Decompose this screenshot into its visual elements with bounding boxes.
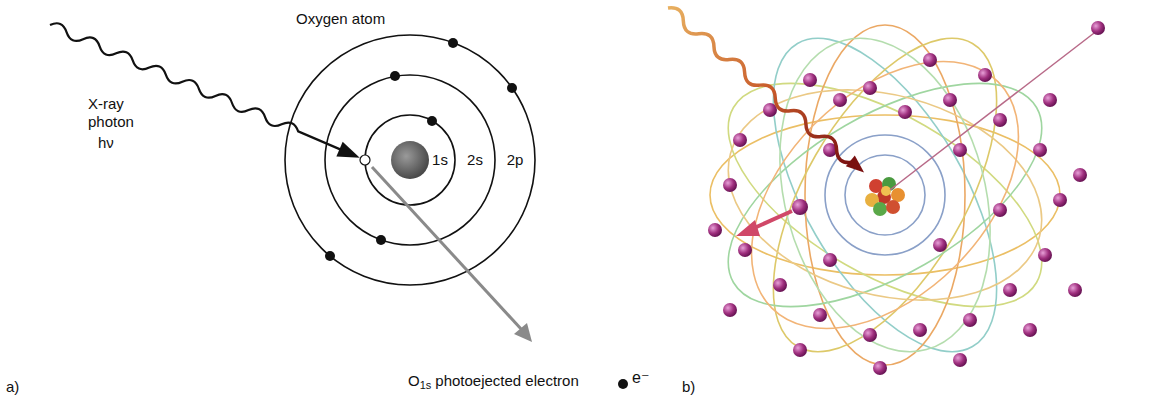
- ray-line: [890, 30, 1098, 190]
- electron-balls-part: [738, 243, 752, 257]
- orbit-ellipses-part: [728, 3, 1042, 386]
- electron-symbol: e⁻: [632, 368, 649, 387]
- electron-balls-part: [943, 93, 957, 107]
- orbit-ellipses-part: [701, 11, 1069, 379]
- oxygen-atom-part: [325, 75, 495, 245]
- electron-dots-part: [390, 71, 400, 81]
- ejected-electron-b-part: [752, 211, 792, 229]
- electron-balls-part: [1068, 283, 1082, 297]
- electron-balls-part: [803, 73, 817, 87]
- orbit-ellipses-part: [805, 25, 965, 365]
- electron-balls-part: [993, 203, 1007, 217]
- photon-wave-part: [846, 156, 869, 178]
- electron-balls-part: [1033, 143, 1047, 157]
- electron-hole: [360, 155, 370, 165]
- electron-dots-part: [427, 116, 437, 126]
- electron-balls-part: [773, 278, 787, 292]
- shell-label: 2s: [467, 151, 483, 169]
- inner-orbits: [825, 135, 945, 255]
- orbit-ellipses-part: [728, 3, 1042, 386]
- oxygen-atom-part: [365, 115, 455, 205]
- ejected-electron-b-part: [792, 199, 808, 215]
- electron-balls-part: [978, 68, 992, 82]
- orbit-ellipses-part: [710, 115, 1060, 275]
- electron-balls-part: [953, 143, 967, 157]
- orbit-ellipses: [693, 3, 1076, 386]
- electron-dots: [325, 38, 517, 261]
- electron-balls-part: [863, 328, 877, 342]
- shell-label: 2p: [507, 151, 524, 169]
- electron-balls-part: [1053, 193, 1067, 207]
- electron-balls-part: [873, 361, 887, 375]
- photon-label: X-ray photon: [88, 95, 158, 131]
- electron-balls-part: [1091, 21, 1105, 35]
- electron-balls-part: [923, 53, 937, 67]
- xray-photon-part: [336, 142, 363, 165]
- electron-label: O: [408, 372, 420, 390]
- ejected-electron-b: [736, 199, 808, 236]
- ejected-electron-arrow-part: [372, 167, 522, 330]
- electron-balls-part: [793, 343, 807, 357]
- panel-label: a): [6, 378, 19, 396]
- electron-balls-part: [833, 93, 847, 107]
- electron-balls-part: [708, 223, 722, 237]
- panel-label: b): [682, 378, 695, 396]
- nucleus-cluster-part: [886, 200, 900, 214]
- ejected-electron-b-part: [736, 220, 760, 236]
- xray-photon-part: [48, 20, 343, 154]
- electron-balls-part: [1073, 168, 1087, 182]
- electron-label: photoejected electron: [435, 372, 578, 390]
- nucleus: [391, 141, 429, 179]
- oxygen-atom: [285, 35, 535, 285]
- orbit-ellipses-part: [747, 15, 1023, 376]
- electron-balls-part: [913, 323, 927, 337]
- nucleus-cluster-part: [881, 186, 891, 196]
- photon-wave-part: [664, 4, 855, 167]
- electron-balls-part: [898, 105, 912, 119]
- electron-balls-part: [1003, 283, 1017, 297]
- electron-balls-part: [1023, 323, 1037, 337]
- orbit-ellipses-part: [705, 57, 1066, 333]
- atom-title: Oxygen atom: [296, 10, 385, 28]
- subscript-label: 1s: [420, 379, 432, 392]
- electron-balls-part: [963, 313, 977, 327]
- xray-photon: [47, 18, 363, 165]
- electron-balls-part: [863, 81, 877, 95]
- ejected-electron-arrow: [372, 167, 532, 342]
- electron-dots-part: [325, 251, 335, 261]
- photon-energy: hν: [98, 134, 114, 152]
- electron-balls-part: [733, 133, 747, 147]
- nucleus-cluster-part: [873, 202, 887, 216]
- electron-balls-part: [1038, 248, 1052, 262]
- shell-label: 1s: [432, 151, 448, 169]
- ejected-electron: [618, 379, 628, 389]
- electron-dots-part: [376, 235, 386, 245]
- ejected-electron-arrow-part: [514, 323, 532, 342]
- oxygen-atom-part: [285, 35, 535, 285]
- inner-orbits-part: [825, 135, 945, 255]
- electron-balls-part: [933, 238, 947, 252]
- nucleus-cluster-part: [891, 188, 905, 202]
- electron-balls-part: [1043, 93, 1057, 107]
- electron-balls-part: [823, 253, 837, 267]
- electron-balls: [708, 21, 1105, 375]
- electron-balls-part: [953, 353, 967, 367]
- electron-balls-part: [723, 178, 737, 192]
- electron-dots-part: [507, 83, 517, 93]
- photon-wave: [664, 3, 869, 178]
- electron-balls-part: [993, 113, 1007, 127]
- electron-balls-part: [813, 308, 827, 322]
- electron-balls-part: [723, 303, 737, 317]
- inner-orbits-part: [845, 155, 925, 235]
- electron-dots-part: [448, 38, 458, 48]
